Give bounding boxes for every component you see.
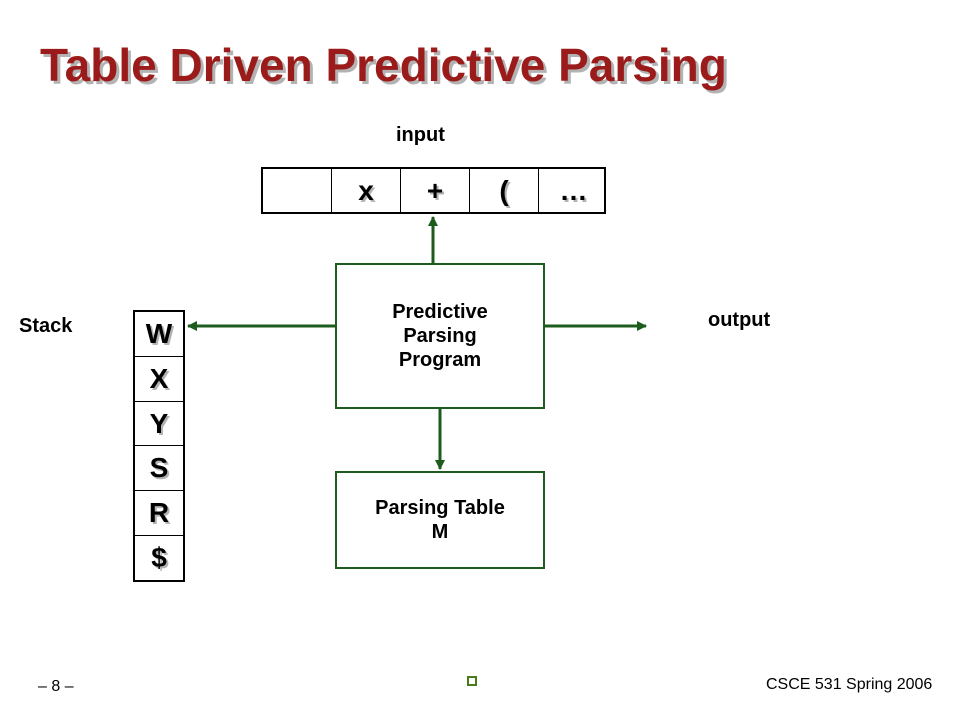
predictive-parsing-program-box: Predictive Parsing Program bbox=[335, 263, 545, 409]
stack-cell: R bbox=[135, 491, 183, 537]
input-cell bbox=[263, 169, 332, 212]
output-label: output bbox=[708, 309, 771, 331]
stack: W X Y S R $ bbox=[133, 310, 185, 582]
input-cell: … bbox=[559, 174, 588, 206]
input-tape: x + ( … bbox=[261, 167, 606, 214]
program-line: Program bbox=[398, 349, 482, 371]
stack-label: Stack bbox=[19, 315, 73, 337]
program-line: Predictive bbox=[392, 301, 488, 323]
stack-cell: X bbox=[135, 357, 183, 402]
stack-cell: W bbox=[135, 312, 183, 357]
page-number: – 8 – bbox=[38, 678, 74, 695]
parsing-table-box: Parsing Table M bbox=[335, 471, 545, 569]
input-cell: ( bbox=[470, 169, 539, 212]
slide-title: Table Driven Predictive Parsing bbox=[40, 39, 727, 91]
stack-cell: Y bbox=[135, 402, 183, 447]
input-cell: + bbox=[401, 169, 470, 212]
course-footer: CSCE 531 Spring 2006 bbox=[766, 676, 933, 693]
stack-cell: S bbox=[135, 446, 183, 492]
input-cell: x bbox=[332, 169, 401, 212]
program-line: Parsing bbox=[403, 325, 477, 347]
table-line: M bbox=[431, 521, 449, 543]
stack-cell: $ bbox=[151, 542, 167, 574]
table-line: Parsing Table bbox=[375, 497, 505, 519]
square-bullet-icon bbox=[467, 676, 477, 686]
input-label: input bbox=[396, 124, 445, 146]
